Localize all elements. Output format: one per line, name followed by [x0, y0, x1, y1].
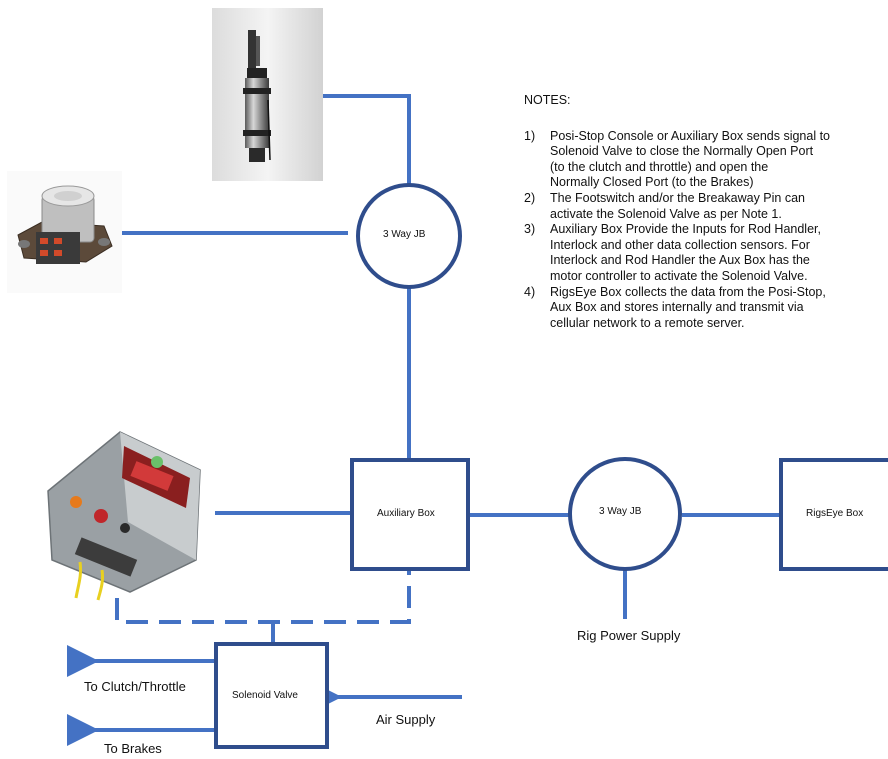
jb-top-label: 3 Way JB [383, 229, 426, 240]
air-supply-label: Air Supply [376, 712, 436, 727]
notes-list: 1) Posi-Stop Console or Auxiliary Box sen… [524, 129, 884, 332]
note-line: Interlock and other data collection sens… [550, 237, 810, 252]
note-line: The Footswitch and/or the Breakaway Pin … [550, 190, 805, 205]
note-line: motor controller to activate the Solenoi… [550, 268, 808, 283]
solenoid-valve-rect [214, 642, 329, 749]
jb-right-label: 3 Way JB [599, 506, 642, 517]
solenoid-switch-photo [7, 171, 122, 293]
notes-title: NOTES: [524, 93, 571, 107]
notes-block: NOTES: 1) Posi-Stop Console or Auxiliary … [524, 93, 884, 331]
jb-top-circle [356, 183, 462, 289]
note-number: 2) [524, 190, 536, 205]
rigseye-box-rect [779, 458, 888, 571]
note-line: Interlock and Rod Handler the Aux Box ha… [550, 253, 810, 268]
console-photo [47, 431, 201, 601]
note-item: 2) The Footswitch and/or the Breakaway Pi… [524, 191, 884, 222]
clutch-label: To Clutch/Throttle [84, 679, 186, 694]
note-line: activate the Solenoid Valve as per Note … [550, 206, 782, 221]
note-number: 1) [524, 128, 536, 143]
note-line: cellular network to a remote server. [550, 315, 745, 330]
note-line: Solenoid Valve to close the Normally Ope… [550, 144, 814, 159]
note-item: 3) Auxiliary Box Provide the Inputs for R… [524, 222, 884, 284]
solenoid-valve-label: Solenoid Valve [232, 690, 298, 701]
brakes-label: To Brakes [104, 741, 162, 756]
rigseye-box-label: RigsEye Box [806, 508, 864, 519]
note-line: Posi-Stop Console or Auxiliary Box sends… [550, 128, 831, 143]
note-line: Aux Box and stores internally and transm… [550, 300, 804, 315]
dashed-signal-line [115, 569, 411, 624]
note-item: 4) RigsEye Box collects the data from the… [524, 285, 884, 332]
note-line: Normally Closed Port (to the Brakes) [550, 175, 754, 190]
line-cylinder-to-jb [323, 94, 411, 185]
note-line: RigsEye Box collects the data from the P… [550, 284, 826, 299]
aux-box-label: Auxiliary Box [377, 508, 435, 519]
aux-box-rect [350, 458, 470, 571]
rig-power-label: Rig Power Supply [577, 628, 681, 643]
note-item: 1) Posi-Stop Console or Auxiliary Box sen… [524, 129, 884, 191]
jb-right-circle [568, 457, 682, 571]
note-line: (to the clutch and throttle) and open th… [550, 159, 769, 174]
note-number: 3) [524, 222, 536, 237]
cylinder-photo [212, 8, 323, 181]
note-number: 4) [524, 284, 536, 299]
note-line: Auxiliary Box Provide the Inputs for Rod… [550, 222, 821, 237]
